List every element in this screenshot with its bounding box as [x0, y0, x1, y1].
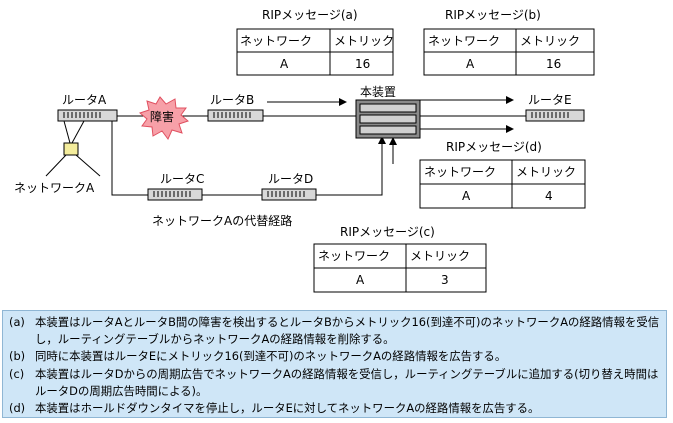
links	[45, 96, 526, 196]
router-b-label: ルータB	[210, 93, 254, 107]
network-a-label: ネットワークA	[14, 181, 95, 195]
rip-c-cell-metric: 3	[441, 273, 449, 287]
note-b-text: 同時に本装置はルータEにメトリック16(到達不可)のネットワークAの経路情報を広…	[35, 349, 507, 364]
router-a	[57, 109, 118, 122]
rip-b-cell-network: A	[466, 57, 475, 71]
rip-c-title: RIPメッセージ(c)	[340, 225, 435, 239]
router-a-label: ルータA	[62, 93, 107, 107]
router-d	[261, 188, 317, 201]
rip-d-cell-metric: 4	[545, 189, 553, 203]
note-d: (d) 本装置はホールドダウンタイマを停止し，ルータEに対してネットワークAの経…	[9, 400, 660, 417]
main-device-label: 本装置	[360, 85, 396, 99]
failure-label: 障害	[150, 109, 174, 124]
router-e-label: ルータE	[528, 93, 572, 107]
rip-a-header-network: ネットワーク	[240, 34, 312, 48]
explanation-notes: (a) 本装置はルータAとルータB間の障害を検出するとルータBからメトリック16…	[2, 310, 667, 418]
rip-a-cell-metric: 16	[355, 57, 370, 71]
rip-b-cell-metric: 16	[546, 57, 561, 71]
failure-burst	[139, 96, 189, 140]
rip-c-header-network: ネットワーク	[318, 249, 390, 263]
rip-d-header-network: ネットワーク	[424, 165, 496, 179]
rip-b-table	[423, 28, 595, 76]
router-c-label: ルータC	[160, 172, 204, 186]
note-c: (c) 本装置はルータDからの周期広告でネットワークAの経路情報を受信し，ルーテ…	[9, 366, 660, 400]
main-device	[355, 99, 421, 139]
alt-route-label: ネットワークAの代替経路	[152, 213, 292, 228]
note-c-key: (c)	[9, 366, 25, 381]
network-a-hub	[63, 142, 79, 156]
rip-c-header-metric: メトリック	[410, 249, 470, 263]
rip-b-header-network: ネットワーク	[428, 34, 500, 48]
rip-a-title: RIPメッセージ(a)	[262, 8, 358, 22]
note-b-key: (b)	[9, 349, 26, 364]
rip-d-title: RIPメッセージ(d)	[446, 140, 542, 154]
rip-c-cell-network: A	[356, 273, 365, 287]
rip-b-header-metric: メトリック	[520, 34, 580, 48]
router-e	[525, 109, 585, 122]
rip-d-header-metric: メトリック	[516, 165, 576, 179]
router-b	[207, 109, 264, 122]
note-a-key: (a)	[9, 315, 25, 329]
note-b: (b) 同時に本装置はルータEにメトリック16(到達不可)のネットワークAの経路…	[9, 348, 660, 365]
rip-b-title: RIPメッセージ(b)	[445, 8, 541, 22]
note-d-text: 本装置はホールドダウンタイマを停止し，ルータEに対してネットワークAの経路情報を…	[35, 401, 540, 416]
rip-d-cell-network: A	[462, 189, 471, 203]
note-a-text: 本装置はルータAとルータB間の障害を検出するとルータBからメトリック16(到達不…	[35, 315, 660, 347]
router-d-label: ルータD	[268, 172, 313, 186]
rip-c-table	[313, 243, 487, 293]
rip-a-header-metric: メトリック	[334, 34, 394, 48]
rip-d-table	[419, 159, 586, 209]
rip-a-table	[236, 28, 394, 76]
note-c-text: 本装置はルータDからの周期広告でネットワークAの経路情報を受信し，ルーティングテ…	[35, 366, 659, 398]
rip-a-cell-network: A	[280, 57, 289, 71]
note-d-key: (d)	[9, 401, 26, 416]
note-a: (a) 本装置はルータAとルータB間の障害を検出するとルータBからメトリック16…	[9, 314, 660, 348]
router-c	[147, 188, 203, 201]
